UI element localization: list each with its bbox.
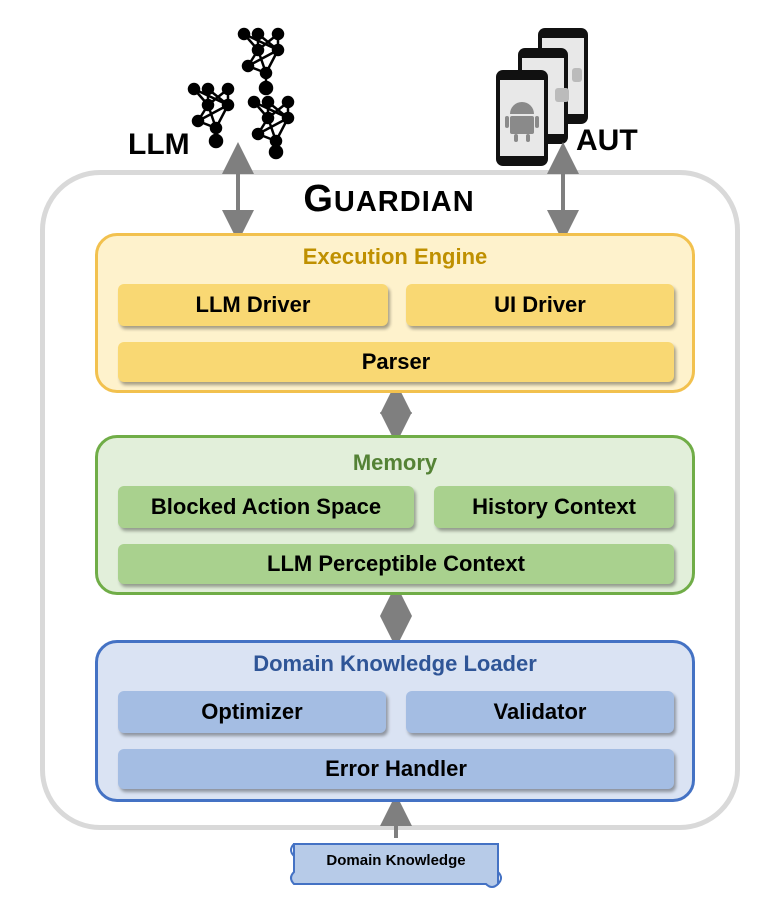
guardian-title: GUARDIAN: [0, 178, 778, 221]
parser-block: Parser: [118, 342, 674, 382]
llm-perceptible-context-block: LLM Perceptible Context: [118, 544, 674, 584]
history-context-block: History Context: [434, 486, 674, 528]
domain-knowledge-label: Domain Knowledge: [326, 852, 466, 869]
guardian-title-rest: UARDIAN: [333, 186, 475, 218]
blocked-action-space-block: Blocked Action Space: [118, 486, 414, 528]
neural-network-icon: [187, 27, 295, 160]
optimizer-block: Optimizer: [118, 691, 386, 733]
execution-engine-module: Execution Engine LLM Driver UI Driver Pa…: [95, 233, 695, 393]
validator-block: Validator: [406, 691, 674, 733]
guardian-title-initial: G: [303, 178, 334, 220]
domain-knowledge-loader-module: Domain Knowledge Loader Optimizer Valida…: [95, 640, 695, 802]
aut-label: AUT: [576, 124, 638, 157]
memory-module: Memory Blocked Action Space History Cont…: [95, 435, 695, 595]
llm-driver-block: LLM Driver: [118, 284, 388, 326]
domain-knowledge-scroll-icon: [290, 843, 502, 888]
execution-engine-title: Execution Engine: [302, 244, 488, 269]
llm-label: LLM: [128, 128, 190, 161]
memory-title: Memory: [352, 450, 438, 475]
android-phones-icon: [496, 28, 588, 166]
error-handler-block: Error Handler: [118, 749, 674, 789]
domain-knowledge-loader-title: Domain Knowledge Loader: [253, 651, 537, 676]
ui-driver-block: UI Driver: [406, 284, 674, 326]
